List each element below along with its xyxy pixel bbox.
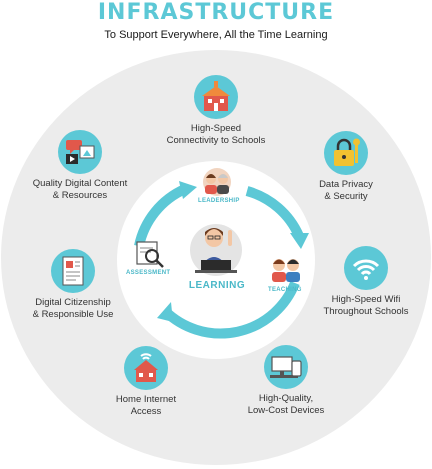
- assessment-node: [135, 240, 165, 268]
- devices-bubble: [264, 345, 308, 389]
- leadership-label: LEADERSHIP: [198, 198, 240, 204]
- node-privacy: Data Privacy& Security: [281, 131, 411, 203]
- devices-icon: [270, 356, 302, 378]
- wifi-bubble: [344, 246, 388, 290]
- wifi-icon: [352, 259, 380, 280]
- learning-cycle-arrows: [134, 181, 309, 339]
- content-label: Quality Digital Content& Resources: [32, 178, 128, 201]
- leaders-icon: [203, 168, 231, 196]
- home-bubble: [124, 346, 168, 390]
- teaching-label: TEACHING: [268, 287, 302, 293]
- node-content: Quality Digital Content& Resources: [15, 130, 145, 202]
- magnifier-chart-icon: [136, 241, 164, 268]
- privacy-bubble: [324, 131, 368, 175]
- padlock-key-icon: [334, 138, 360, 166]
- learning-label: LEARNING: [188, 280, 246, 291]
- school-building-icon: [202, 81, 230, 111]
- node-citizenship: Digital Citizenship& Responsible Use: [8, 249, 138, 321]
- document-checklist-icon: [62, 256, 84, 286]
- node-devices: High-Quality,Low-Cost Devices: [221, 345, 351, 417]
- leadership-node: [198, 168, 236, 198]
- connectivity-bubble: [194, 75, 238, 119]
- page-subtitle: To Support Everywhere, All the Time Lear…: [104, 29, 328, 41]
- content-bubble: [58, 130, 102, 174]
- privacy-label: Data Privacy& Security: [319, 179, 373, 202]
- devices-label: High-Quality,Low-Cost Devices: [247, 393, 325, 416]
- page-title: INFRASTRUCTURE: [97, 0, 335, 25]
- assessment-label: ASSESSMENT: [126, 270, 171, 276]
- teaching-node: [268, 255, 304, 283]
- home-wifi-icon: [134, 353, 158, 382]
- students-icon: [272, 259, 300, 282]
- citizenship-bubble: [51, 249, 95, 293]
- student-with-laptop-icon: [190, 224, 242, 276]
- learner-figure: [183, 220, 249, 276]
- digital-content-icon: [66, 140, 95, 164]
- citizenship-label: Digital Citizenship& Responsible Use: [32, 297, 114, 320]
